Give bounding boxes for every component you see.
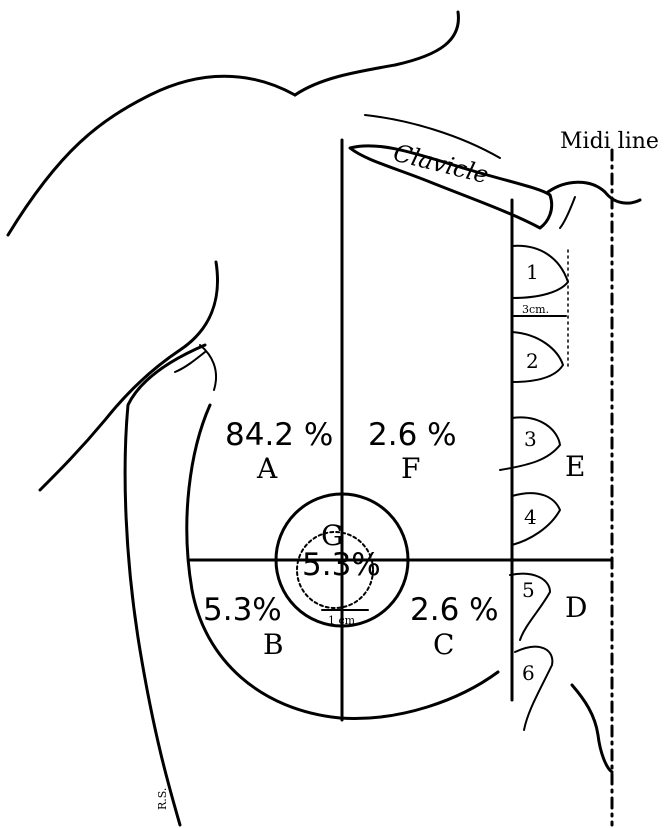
quadrant-a-letter: A <box>256 452 278 485</box>
axilla-shading <box>175 345 216 390</box>
quadrant-e-letter: E <box>565 450 585 483</box>
lower-chest-contour <box>572 685 612 772</box>
quadrant-c-percent: 2.6 % <box>410 592 499 628</box>
rib-6 <box>515 647 552 730</box>
quadrant-f-percent: 2.6 % <box>368 417 457 453</box>
rib-number-4: 4 <box>524 505 537 529</box>
chest-wall-contour <box>125 345 205 825</box>
rib-number-5: 5 <box>522 578 535 602</box>
rib-number-3: 3 <box>524 427 537 451</box>
areola-radius-label: 1 cm <box>328 614 356 627</box>
arm-contour <box>40 262 218 490</box>
rib-number-6: 6 <box>522 661 535 685</box>
signature-text: R.S. <box>156 788 169 810</box>
rib-1 <box>512 246 568 298</box>
rib-cartilages <box>500 246 612 772</box>
midline-marker <box>568 150 612 825</box>
quadrant-c-letter: C <box>433 628 454 661</box>
clavicle-head <box>548 182 640 203</box>
shoulder-contour <box>8 76 295 235</box>
rib-number-2: 2 <box>526 349 539 373</box>
quadrant-f-letter: F <box>401 452 420 485</box>
quadrant-g-percent: 5.3% <box>302 547 381 583</box>
quadrant-d-letter: D <box>565 591 587 624</box>
quadrant-b-percent: 5.3% <box>203 592 282 628</box>
midline-label: Midi line <box>560 129 659 154</box>
quadrant-a-percent: 84.2 % <box>225 417 333 453</box>
neck-contour <box>295 12 458 95</box>
parasternal-width-label: 3cm. <box>522 303 549 316</box>
rib-number-1: 1 <box>526 260 539 284</box>
quadrant-b-letter: B <box>263 628 284 661</box>
sternal-notch <box>560 197 575 228</box>
